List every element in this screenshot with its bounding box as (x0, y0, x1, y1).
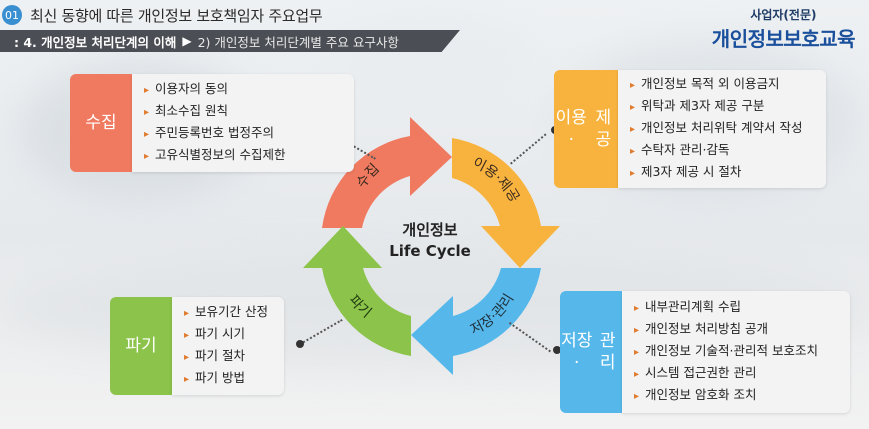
cycle-center-label: 개인정보 Life Cycle (370, 219, 490, 260)
list-item: 제3자 제공 시 절차 (630, 162, 816, 184)
list-item: 수탁자 관리·감독 (630, 140, 816, 162)
stage-label-use-line2: 제공 (595, 107, 612, 150)
stage-card-collect: 수집 이용자의 동의 최소수집 원칙 주민등록번호 법정주의 고유식별정보의 수… (70, 74, 354, 172)
stage-card-destroy: 파기 보유기간 산정 파기 시기 파기 절차 파기 방법 (110, 297, 284, 395)
brand-top: 사업자(전문) (750, 8, 817, 22)
subtitle-sub: 2) 개인정보 처리단계별 주요 요구사항 (197, 34, 399, 50)
list-item: 보유기간 산정 (184, 302, 274, 324)
stage-card-store: 저장· 관리 내부관리계획 수립 개인정보 처리방침 공개 개인정보 기술적·관… (560, 291, 850, 413)
stage-label-store: 저장· 관리 (560, 291, 622, 413)
collect-arrow-segment (322, 117, 452, 228)
page-title: 최신 동향에 따른 개인정보 보호책임자 주요업무 (30, 6, 323, 25)
background-blob (330, 10, 530, 100)
stage-label-use: 이용· 제공 (554, 70, 618, 188)
list-item: 파기 방법 (184, 368, 274, 390)
connector-dot (296, 340, 304, 348)
list-item: 고유식별정보의 수집제한 (144, 145, 344, 167)
list-item: 개인정보 기술적·관리적 보호조치 (634, 341, 840, 363)
center-subtitle: Life Cycle (389, 242, 471, 260)
list-item: 개인정보 처리위탁 계약서 작성 (630, 118, 816, 140)
stage-label-collect: 수집 (70, 74, 132, 172)
stage-label-store-line2: 관리 (599, 330, 616, 373)
stage-list-store: 내부관리계획 수립 개인정보 처리방침 공개 개인정보 기술적·관리적 보호조치… (622, 291, 850, 413)
brand-logo: 사업자(전문) 개인정보보호교육 (711, 6, 856, 52)
subtitle-bar: : 4. 개인정보 처리단계의 이해 ▶ 2) 개인정보 처리단계별 주요 요구… (0, 30, 460, 52)
stage-label-destroy: 파기 (110, 297, 172, 395)
list-item: 주민등록번호 법정주의 (144, 123, 344, 145)
list-item: 파기 절차 (184, 346, 274, 368)
connector-dot (553, 346, 561, 354)
list-item: 위탁과 제3자 제공 구분 (630, 96, 816, 118)
destroy-arrow-segment (303, 226, 411, 356)
list-item: 내부관리계획 수립 (634, 297, 840, 319)
play-arrow-icon: ▶ (182, 34, 192, 48)
list-item: 개인정보 처리방침 공개 (634, 319, 840, 341)
stage-list-use: 개인정보 목적 외 이용금지 위탁과 제3자 제공 구분 개인정보 처리위탁 계… (618, 70, 826, 188)
stage-label-use-line1: 이용· (555, 107, 587, 150)
stage-list-collect: 이용자의 동의 최소수집 원칙 주민등록번호 법정주의 고유식별정보의 수집제한 (132, 74, 354, 172)
store-arrow-segment (411, 268, 541, 375)
list-item: 이용자의 동의 (144, 79, 344, 101)
subtitle-main: : 4. 개인정보 처리단계의 이해 (14, 34, 177, 50)
title-row: 01 최신 동향에 따른 개인정보 보호책임자 주요업무 (0, 4, 323, 26)
stage-card-use: 이용· 제공 개인정보 목적 외 이용금지 위탁과 제3자 제공 구분 개인정보… (554, 70, 826, 188)
stage-list-destroy: 보유기간 산정 파기 시기 파기 절차 파기 방법 (172, 297, 284, 395)
list-item: 최소수집 원칙 (144, 101, 344, 123)
use-arrow-segment (452, 138, 560, 268)
stage-label-store-line1: 저장· (561, 330, 593, 373)
brand-main: 개인정보보호교육 (711, 27, 856, 51)
list-item: 시스템 접근권한 관리 (634, 363, 840, 385)
list-item: 파기 시기 (184, 324, 274, 346)
list-item: 개인정보 암호화 조치 (634, 385, 840, 407)
section-number-badge: 01 (2, 5, 22, 25)
center-title: 개인정보 (402, 221, 458, 239)
list-item: 개인정보 목적 외 이용금지 (630, 74, 816, 96)
